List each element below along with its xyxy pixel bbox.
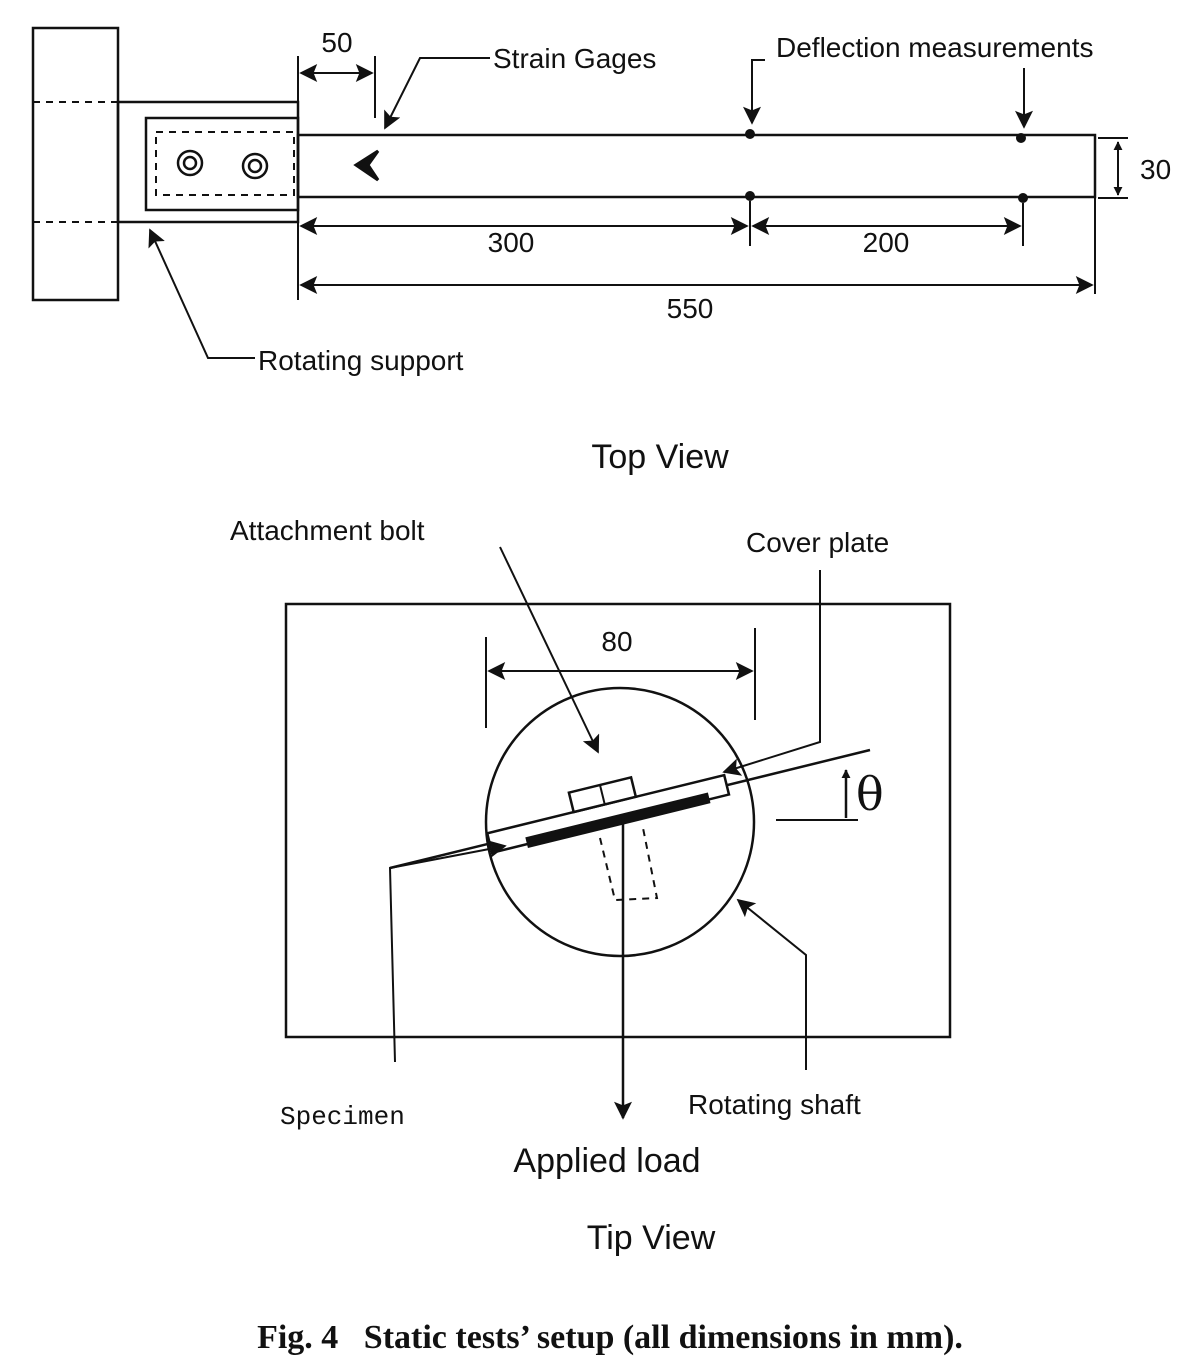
theta-symbol: θ <box>856 767 884 821</box>
strain-gages-leader <box>384 57 490 130</box>
tip-view-frame <box>284 602 952 1039</box>
specimen-clamped-section <box>525 792 711 849</box>
deflection-label: Deflection measurements <box>776 32 1093 63</box>
dim-label-200: 200 <box>863 227 910 258</box>
deflection-point <box>745 191 755 201</box>
applied-load-label: Applied load <box>513 1142 700 1180</box>
bolt-head-divider <box>599 784 606 805</box>
strain-gage-mark <box>353 149 380 182</box>
bolt-inner <box>247 158 263 174</box>
rotating-shaft-leader <box>736 898 807 1070</box>
tip-view-title: Tip View <box>587 1219 716 1257</box>
deflection-point <box>1016 133 1026 143</box>
specimen-beam <box>296 133 1097 199</box>
attachment-bolt-label: Attachment bolt <box>230 515 425 546</box>
rotating-shaft <box>484 686 756 958</box>
bolt-outer <box>176 149 204 177</box>
clamp-hidden-outline <box>155 131 295 196</box>
cover-plate-assembly <box>485 773 731 855</box>
dim-label-50: 50 <box>321 27 352 58</box>
cover-plate-leader <box>722 570 821 776</box>
cover-plate-label: Cover plate <box>746 527 889 558</box>
strain-gages-label: Strain Gages <box>493 43 656 74</box>
specimen-leader <box>388 840 507 1063</box>
dim-label-300: 300 <box>488 227 535 258</box>
rotating-support-leader <box>148 228 255 359</box>
specimen-label: Specimen <box>280 1102 405 1132</box>
attachment-bolt-leader <box>499 546 600 754</box>
figure-caption: Fig. 4 Static tests’ setup (all dimensio… <box>257 1319 963 1356</box>
bolt-outer <box>241 152 269 180</box>
dim-label-80: 80 <box>601 626 632 657</box>
bolt-shank-hidden <box>599 827 659 902</box>
dim-label-550: 550 <box>667 293 714 324</box>
rotating-shaft-label: Rotating shaft <box>688 1089 861 1120</box>
top-view: 50 Strain Gages Deflection measurements … <box>31 26 1171 476</box>
top-view-title: Top View <box>591 438 729 476</box>
deflection-point <box>1018 193 1028 203</box>
wall-block <box>31 26 120 302</box>
deflection-leader-1 <box>743 59 765 125</box>
bolt-inner <box>182 155 198 171</box>
dim-label-30: 30 <box>1140 154 1171 185</box>
deflection-point <box>745 129 755 139</box>
rotating-support-label: Rotating support <box>258 345 464 376</box>
tip-view: 80 Attachment bolt Cover plate θ Specime… <box>230 515 952 1257</box>
